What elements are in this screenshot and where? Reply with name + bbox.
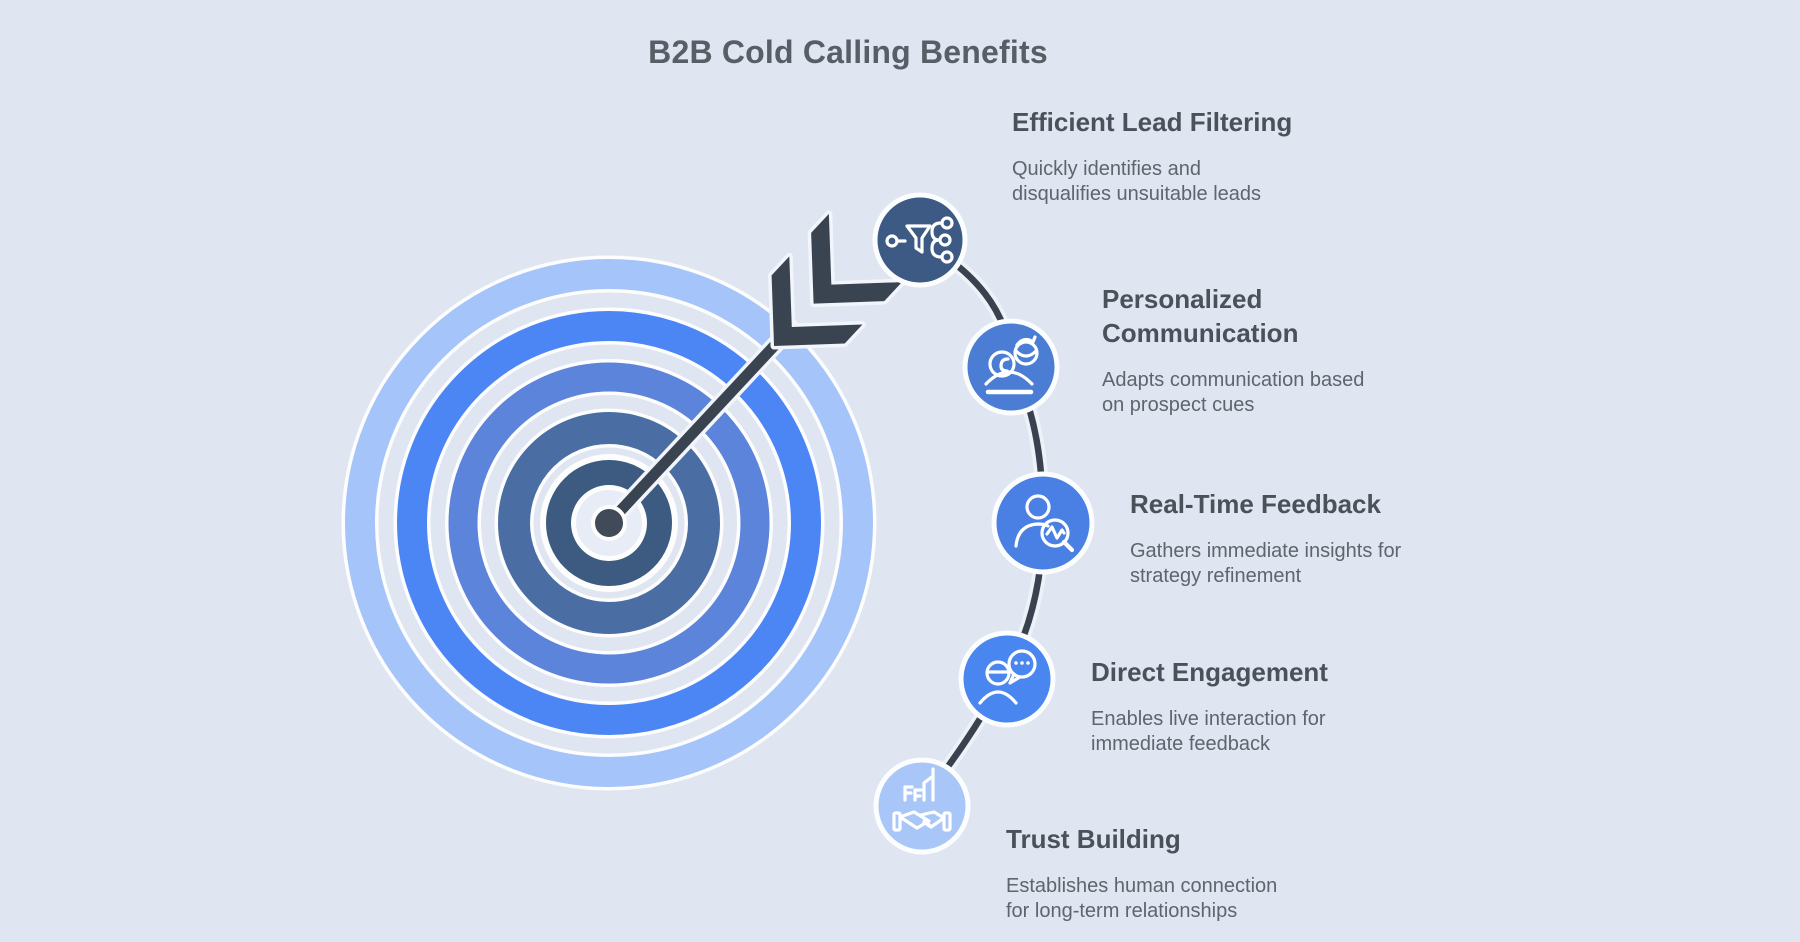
benefit-description: Quickly identifies and disqualifies unsu… <box>1012 158 1262 205</box>
arrow-fletching-front <box>768 252 866 350</box>
benefit-1-icon <box>872 192 968 288</box>
person-speech-bubble-icon <box>978 649 1037 705</box>
lead-filter-funnel-icon <box>885 216 954 264</box>
person-magnifier-chart-icon <box>1014 494 1075 553</box>
benefit-description: Enables live interaction for immediate f… <box>1091 708 1326 755</box>
benefit-heading: Efficient Lead Filtering <box>1012 107 1293 137</box>
benefit-5-icon <box>873 757 971 855</box>
target-arrow-icon <box>591 210 906 541</box>
benefit-item-2: Personalized Communication Adapts commun… <box>1102 282 1364 418</box>
benefit-3-icon <box>991 471 1095 575</box>
benefit-5-icon-circle <box>873 757 971 855</box>
benefit-item-1: Efficient Lead Filtering Quickly identif… <box>1012 105 1292 207</box>
benefit-heading: Real-Time Feedback <box>1130 489 1381 519</box>
benefit-item-4: Direct Engagement Enables live interacti… <box>1091 655 1328 757</box>
benefit-2-icon-circle <box>962 318 1060 416</box>
arrow-fletching-back <box>807 210 906 308</box>
target-third-ring <box>448 362 770 684</box>
benefit-heading: Personalized Communication <box>1102 284 1299 348</box>
target-outer-ring <box>345 259 873 787</box>
benefit-heading: Direct Engagement <box>1091 657 1328 687</box>
benefit-item-3: Real-Time Feedback Gathers immediate ins… <box>1130 487 1401 589</box>
target-second-ring <box>397 311 821 735</box>
benefit-4-icon <box>958 630 1056 728</box>
benefit-description: Adapts communication based on prospect c… <box>1102 369 1365 416</box>
benefit-description: Gathers immediate insights for strategy … <box>1130 540 1402 587</box>
benefit-heading: Trust Building <box>1006 824 1181 854</box>
adaptive-person-icon <box>984 335 1039 395</box>
benefit-item-5: Trust Building Establishes human connect… <box>1006 822 1277 924</box>
handshake-building-icon <box>892 767 952 832</box>
arrow-pin-center-dot <box>591 505 627 541</box>
benefit-2-icon <box>962 318 1060 416</box>
benefit-1-icon-circle <box>872 192 968 288</box>
benefit-description: Establishes human connection for long-te… <box>1006 875 1278 922</box>
target-fourth-ring <box>498 412 720 634</box>
page-title: B2B Cold Calling Benefits <box>648 34 1048 70</box>
